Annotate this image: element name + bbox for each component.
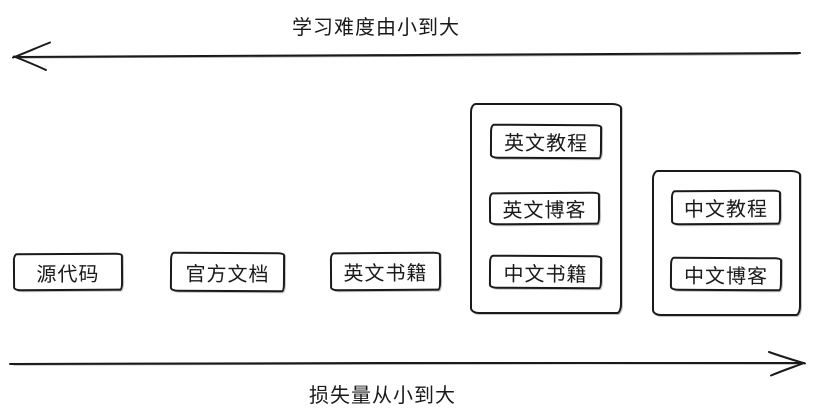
node-chinese-blogs: 中文博客 [669, 256, 783, 292]
node-english-books: 英文书籍 [329, 251, 442, 292]
group-english-resources: 英文教程 英文博客 中文书籍 [470, 103, 622, 314]
node-english-tutorials-label: 英文教程 [503, 132, 589, 156]
node-english-tutorials: 英文教程 [489, 123, 603, 160]
node-english-books-label: 英文书籍 [343, 262, 428, 286]
node-chinese-tutorials: 中文教程 [670, 189, 782, 226]
node-chinese-blogs-label: 中文博客 [683, 265, 769, 288]
top-axis-label: 学习难度由小到大 [292, 17, 460, 39]
node-chinese-books-label: 中文书籍 [503, 263, 588, 286]
group-chinese-resources: 中文教程 中文博客 [652, 170, 801, 316]
node-chinese-tutorials-label: 中文教程 [683, 198, 769, 222]
node-english-blogs-label: 英文博客 [502, 199, 587, 223]
node-official-docs-label: 官方文档 [185, 263, 270, 286]
left-arrow [12, 41, 801, 71]
bottom-axis-label: 损失量从小到大 [309, 385, 456, 407]
node-source-code-label: 源代码 [36, 263, 100, 286]
node-english-blogs: 英文博客 [488, 191, 601, 226]
node-chinese-books: 中文书籍 [488, 254, 603, 290]
right-arrow [9, 351, 806, 377]
node-official-docs: 官方文档 [169, 251, 286, 293]
node-source-code: 源代码 [12, 252, 124, 292]
